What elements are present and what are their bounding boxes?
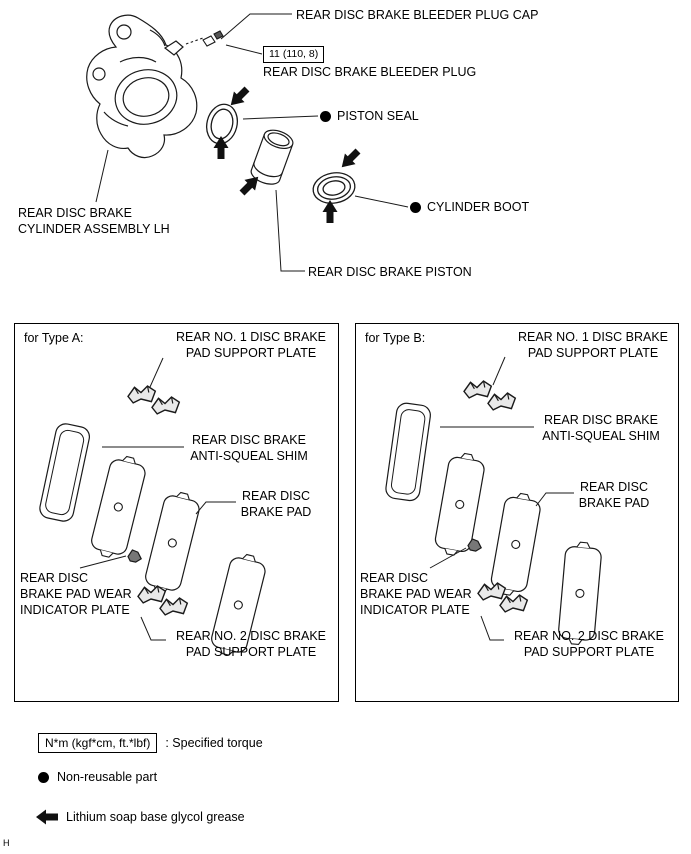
page-corner-mark: H [3, 838, 10, 848]
type-a-label-anti-squeal-shim: REAR DISC BRAKE ANTI-SQUEAL SHIM [190, 433, 308, 463]
type-b-label-no2-support-plate: REAR NO. 2 DISC BRAKE PAD SUPPORT PLATE [513, 629, 665, 659]
type-a-title: for Type A: [24, 331, 84, 345]
type-b-label-anti-squeal-shim: REAR DISC BRAKE ANTI-SQUEAL SHIM [542, 413, 660, 443]
torque-description: : Specified torque [165, 736, 263, 750]
type-a-box [14, 323, 339, 702]
non-reusable-dot-icon [410, 201, 421, 213]
non-reusable-dot-icon [38, 771, 49, 783]
grease-arrow-icon [36, 809, 58, 825]
type-a-label-no1-support-plate: REAR NO. 1 DISC BRAKE PAD SUPPORT PLATE [175, 330, 327, 360]
type-b-box [355, 323, 679, 702]
label-piston-seal: PISTON SEAL [320, 108, 419, 124]
piston-drawing [250, 129, 294, 185]
label-cylinder-boot: CYLINDER BOOT [410, 199, 529, 215]
leader-lines [79, 13, 574, 641]
label-bleeder-plug-cap: REAR DISC BRAKE BLEEDER PLUG CAP [296, 8, 539, 22]
piston-seal-label-text: PISTON SEAL [337, 109, 419, 123]
legend-torque: N*m (kgf*cm, ft.*lbf) : Specified torque [38, 733, 263, 753]
grease-label: Lithium soap base glycol grease [66, 810, 245, 824]
type-a-label-wear-indicator: REAR DISC BRAKE PAD WEAR INDICATOR PLATE [20, 571, 132, 617]
legend-grease: Lithium soap base glycol grease [36, 809, 245, 825]
legend-non-reusable: Non-reusable part [38, 770, 157, 784]
type-b-title: for Type B: [365, 331, 426, 345]
caliper-drawing [86, 14, 198, 159]
non-reusable-dot-icon [320, 110, 331, 122]
cylinder-boot-label-text: CYLINDER BOOT [427, 200, 530, 214]
bleeder-plug-torque-spec: 11 (110, 8) [263, 46, 325, 63]
non-reusable-label: Non-reusable part [57, 770, 158, 784]
piston-seal-drawing [206, 103, 238, 145]
torque-symbol-box: N*m (kgf*cm, ft.*lbf) [38, 733, 158, 753]
label-cylinder-assembly: REAR DISC BRAKE CYLINDER ASSEMBLY LH [18, 206, 170, 236]
type-b-label-no1-support-plate: REAR NO. 1 DISC BRAKE PAD SUPPORT PLATE [517, 330, 669, 360]
type-b-label-wear-indicator: REAR DISC BRAKE PAD WEAR INDICATOR PLATE [360, 571, 472, 617]
type-a-label-no2-support-plate: REAR NO. 2 DISC BRAKE PAD SUPPORT PLATE [175, 629, 327, 659]
bleeder-plug-drawing [185, 30, 224, 47]
label-bleeder-plug: REAR DISC BRAKE BLEEDER PLUG [263, 65, 477, 79]
type-b-label-brake-pad: REAR DISC BRAKE PAD [578, 480, 650, 510]
cylinder-boot-drawing [312, 172, 356, 204]
label-brake-piston: REAR DISC BRAKE PISTON [308, 265, 472, 279]
type-a-label-brake-pad: REAR DISC BRAKE PAD [240, 489, 312, 519]
